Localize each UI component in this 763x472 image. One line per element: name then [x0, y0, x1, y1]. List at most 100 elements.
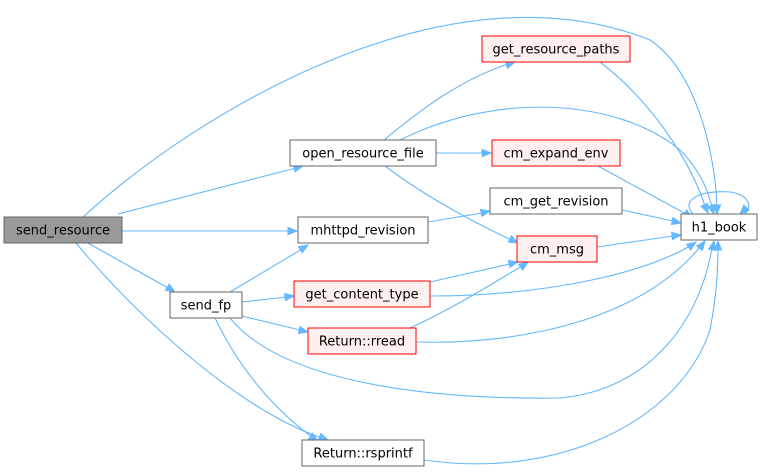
node-box[interactable] — [169, 291, 243, 319]
edge-arrowhead — [507, 259, 520, 269]
node-box[interactable] — [481, 35, 631, 63]
node-label: get_resource_paths — [493, 43, 620, 58]
node-label: cm_msg — [530, 243, 584, 258]
edge-line — [596, 235, 674, 248]
edge-arrowhead — [164, 283, 177, 293]
edge-send_fp-to-mhttpd_revision — [229, 244, 310, 293]
edge-arrowhead — [695, 239, 706, 252]
edge-line — [423, 247, 719, 465]
edge-line — [384, 165, 512, 241]
edge-arrowhead — [481, 148, 493, 158]
edge-arrowhead — [287, 226, 299, 236]
node-send-fp[interactable]: send_fp — [169, 291, 243, 319]
edge-open_resource_file-to-cm_msg — [384, 165, 520, 244]
node-mhttpd-revision[interactable]: mhttpd_revision — [297, 216, 429, 244]
node-return-rsprintf[interactable]: Return::rsprintf — [301, 439, 425, 467]
edge-arrowhead — [479, 208, 492, 218]
node-cm-msg[interactable]: cm_msg — [516, 235, 598, 263]
edge-line — [599, 61, 706, 207]
edge-line — [688, 191, 750, 215]
edge-send_fp-to-return_rread — [241, 315, 310, 335]
node-label: Return::rread — [319, 335, 405, 350]
node-box[interactable] — [301, 439, 425, 467]
edge-arrowhead — [712, 204, 722, 216]
node-box[interactable] — [3, 216, 123, 244]
edge-return_rsprintf-to-h1_book — [423, 239, 723, 465]
node-cm-expand-env[interactable]: cm_expand_env — [491, 139, 621, 167]
edge-arrowhead — [707, 239, 717, 252]
edge-line — [241, 296, 287, 303]
edge-arrowhead — [713, 239, 723, 251]
node-label: get_content_type — [305, 288, 418, 303]
node-get-content-type[interactable]: get_content_type — [293, 280, 431, 308]
edge-line — [415, 246, 701, 343]
edge-arrowhead — [317, 432, 330, 441]
edge-get_content_type-to-cm_msg — [429, 259, 520, 283]
node-box[interactable] — [489, 187, 623, 215]
node-box[interactable] — [516, 235, 598, 263]
edge-line — [229, 248, 303, 293]
node-send-resource[interactable]: send_resource — [3, 216, 123, 244]
edge-line — [621, 209, 674, 222]
edge-line — [229, 247, 713, 399]
node-box[interactable] — [289, 139, 437, 167]
edge-h1_book-to-h1_book — [688, 191, 750, 215]
edge-line — [429, 245, 691, 297]
node-label: open_resource_file — [302, 147, 423, 162]
edge-get_content_type-to-h1_book — [429, 241, 698, 297]
edge-line — [427, 212, 483, 223]
edge-cm_get_revision-to-h1_book — [621, 209, 683, 226]
edge-line — [409, 265, 523, 329]
edge-send_fp-to-get_content_type — [241, 292, 296, 303]
node-label: send_fp — [181, 299, 232, 314]
edges-layer — [75, 16, 750, 465]
edge-arrowhead — [297, 244, 310, 254]
edge-line — [87, 242, 169, 289]
edge-line — [117, 167, 297, 215]
node-label: send_resource — [16, 224, 110, 239]
node-box[interactable] — [297, 216, 429, 244]
edge-return_rread-to-cm_msg — [409, 261, 530, 329]
edge-send_fp-to-return_rsprintf — [214, 317, 320, 442]
edge-send_resource-to-open_resource_file — [117, 164, 305, 215]
node-label: cm_expand_env — [504, 147, 609, 162]
node-label: mhttpd_revision — [310, 224, 415, 239]
edge-open_resource_file-to-get_resource_paths — [383, 60, 517, 141]
node-return-rread[interactable]: Return::rread — [307, 327, 417, 355]
edge-return_rread-to-h1_book — [415, 239, 706, 343]
edge-cm_msg-to-h1_book — [596, 231, 683, 248]
edge-arrowhead — [700, 202, 709, 215]
edge-line — [597, 165, 687, 215]
edge-line — [399, 106, 713, 208]
edge-arrowhead — [685, 241, 698, 252]
node-box[interactable] — [307, 327, 417, 355]
node-box[interactable] — [491, 139, 621, 167]
node-h1-book[interactable]: h1_book — [680, 213, 758, 241]
edge-get_resource_paths-to-h1_book — [599, 61, 709, 215]
edge-send_resource-to-send_fp — [87, 242, 177, 293]
edge-line — [429, 263, 511, 283]
edge-mhttpd_revision-to-cm_get_revision — [427, 208, 492, 223]
edge-arrowhead — [284, 292, 296, 302]
node-open-resource-file[interactable]: open_resource_file — [289, 139, 437, 167]
node-box[interactable] — [680, 213, 758, 241]
edge-send_resource-to-mhttpd_revision — [122, 226, 299, 236]
edge-line — [75, 242, 323, 439]
edge-arrowhead — [507, 234, 520, 244]
edge-arrowhead — [739, 204, 750, 215]
edge-arrowhead — [670, 216, 683, 226]
node-get-resource-paths[interactable]: get_resource_paths — [481, 35, 631, 63]
edge-line — [214, 317, 313, 438]
edge-line — [241, 315, 301, 331]
node-box[interactable] — [293, 280, 431, 308]
edge-open_resource_file-to-h1_book — [399, 106, 716, 216]
edge-arrowhead — [671, 231, 683, 241]
edge-send_fp-to-h1_book — [229, 239, 717, 399]
edge-arrowhead — [706, 203, 716, 216]
edge-send_resource-to-h1_book — [82, 16, 722, 218]
node-label: h1_book — [692, 221, 747, 236]
edge-open_resource_file-to-cm_expand_env — [436, 148, 493, 158]
node-cm-get-revision[interactable]: cm_get_revision — [489, 187, 623, 215]
node-label: Return::rsprintf — [313, 447, 413, 462]
